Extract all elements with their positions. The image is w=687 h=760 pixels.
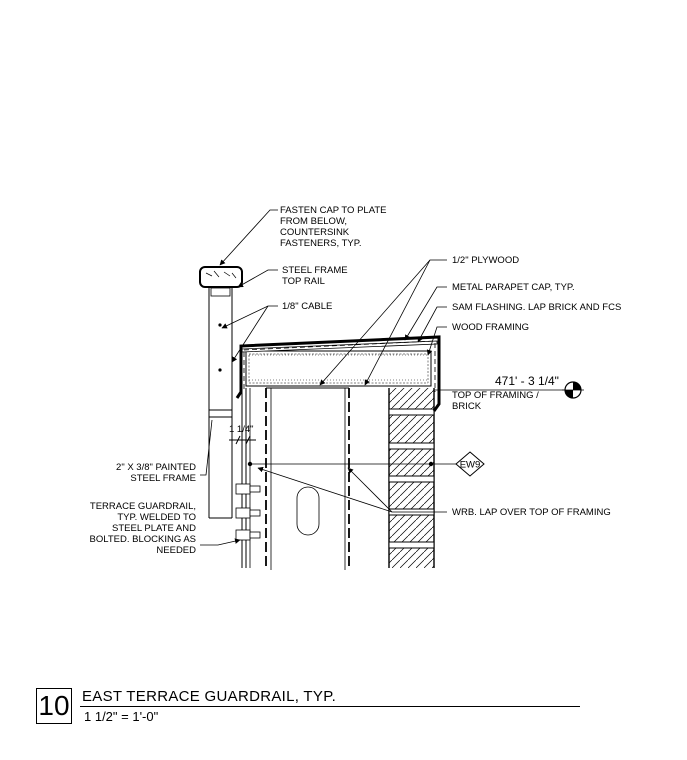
note-parapet-cap: METAL PARAPET CAP, TYP. [452,282,575,293]
svg-text:2" X 3/8" PAINTED: 2" X 3/8" PAINTED [116,462,196,473]
brick-veneer [388,388,435,568]
dimension-ticks [229,435,256,460]
note-wood-framing: WOOD FRAMING [452,322,529,333]
note-fasten-cap: FASTEN CAP TO PLATE FROM BELOW, COUNTERS… [280,205,386,249]
detail-scale: 1 1/2" = 1'-0" [84,709,159,724]
svg-text:STEEL FRAME: STEEL FRAME [130,473,196,484]
svg-text:TYP. WELDED TO: TYP. WELDED TO [117,512,196,523]
tag-label: EW9 [460,460,481,471]
note-top-rail: STEEL FRAME TOP RAIL [282,265,348,287]
dimension-label: 1 1/4" [229,424,254,435]
note-guardrail: TERRACE GUARDRAIL, TYP. WELDED TO STEEL … [90,501,197,556]
elevation-value: 471' - 3 1/4" [495,374,559,388]
leaders [200,209,566,546]
cable-points [218,323,222,372]
svg-text:TOP RAIL: TOP RAIL [282,276,325,287]
svg-text:COUNTERSINK: COUNTERSINK [280,227,350,238]
note-sam-flashing: SAM FLASHING. LAP BRICK AND FCS [452,302,621,313]
wood-framing [245,350,432,387]
detail-number: 10 [36,688,72,724]
note-steel-frame: 2" X 3/8" PAINTED STEEL FRAME [116,462,196,484]
svg-text:BRICK: BRICK [452,401,482,412]
steel-plate [241,388,251,568]
bolts [235,483,261,541]
note-wrb: WRB. LAP OVER TOP OF FRAMING [452,507,611,518]
elevation-label: TOP OF FRAMING / BRICK [452,390,539,412]
top-rail-cap [199,266,243,297]
svg-text:FASTEN CAP TO PLATE: FASTEN CAP TO PLATE [280,205,386,216]
svg-text:NEEDED: NEEDED [156,545,196,556]
svg-text:TOP OF FRAMING /: TOP OF FRAMING / [452,390,539,401]
svg-text:FROM BELOW,: FROM BELOW, [280,216,347,227]
wrb-dots [247,461,434,467]
note-plywood: 1/2" PLYWOOD [452,255,519,266]
ew9-tag: EW9 [455,451,485,477]
title-underline [80,706,580,707]
detail-title: EAST TERRACE GUARDRAIL, TYP. [82,688,337,705]
svg-text:TERRACE GUARDRAIL,: TERRACE GUARDRAIL, [90,501,196,512]
stud-framing [265,387,350,570]
svg-text:STEEL PLATE AND: STEEL PLATE AND [112,523,196,534]
parapet-cap [235,335,441,412]
guardrail-post [208,288,233,519]
elevation-target-icon [562,381,584,399]
svg-text:STEEL FRAME: STEEL FRAME [282,265,348,276]
svg-text:BOLTED. BLOCKING AS: BOLTED. BLOCKING AS [90,534,196,545]
note-cable: 1/8" CABLE [282,301,332,312]
svg-text:FASTENERS, TYP.: FASTENERS, TYP. [280,238,361,249]
